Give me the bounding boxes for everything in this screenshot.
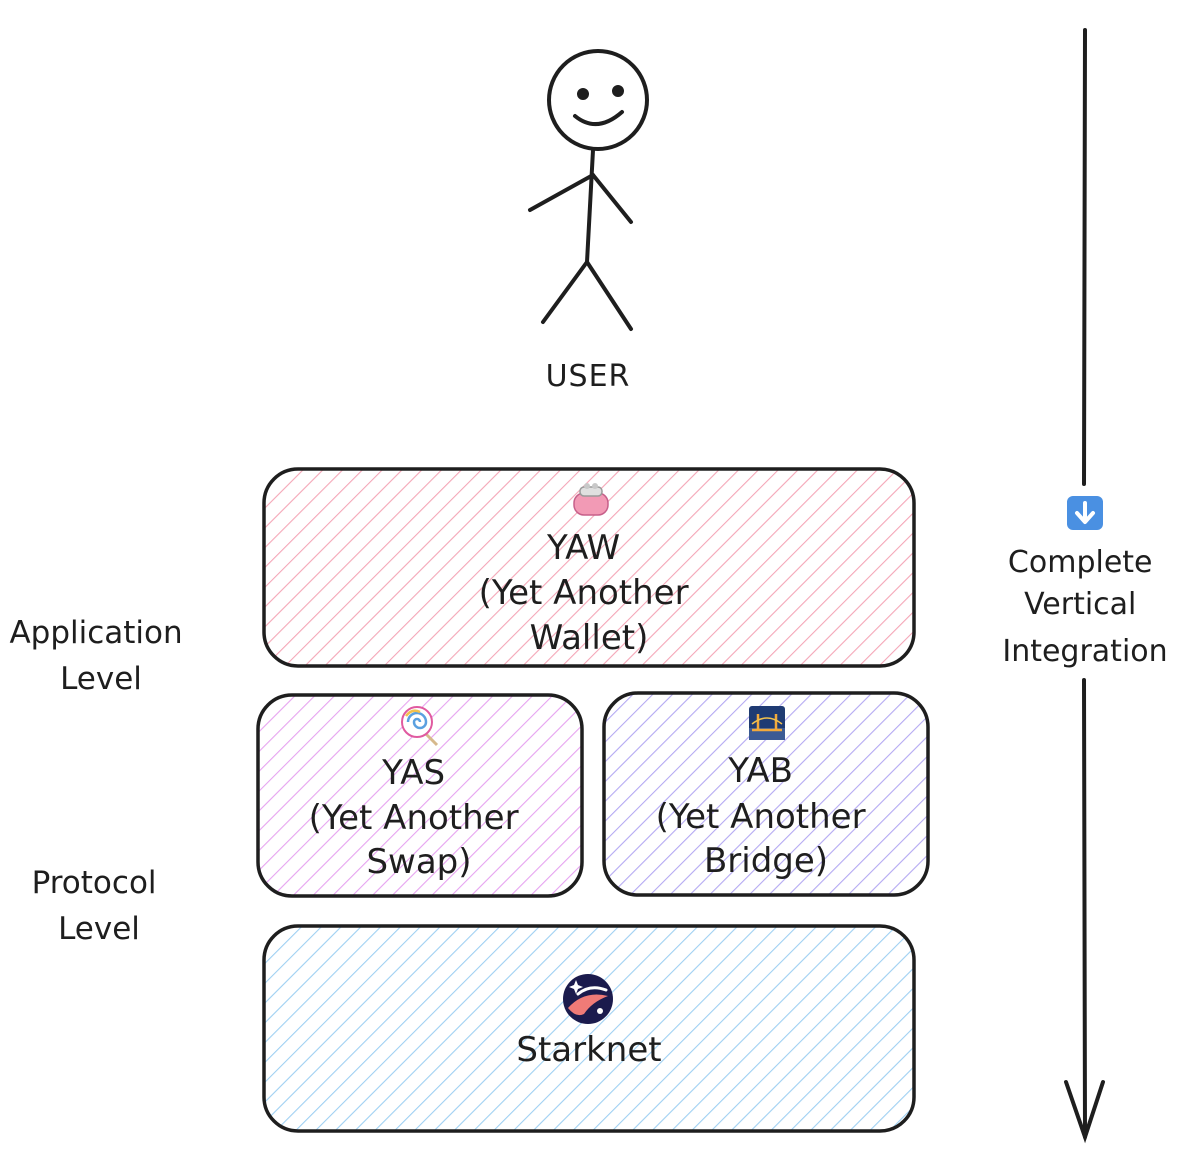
vertical-integration-line-1: Complete bbox=[1008, 545, 1153, 580]
yab-line-1: YAB bbox=[727, 751, 793, 791]
user-smile bbox=[573, 110, 624, 126]
bridge-icon bbox=[749, 706, 785, 740]
user-eye-left bbox=[577, 88, 589, 100]
user-body bbox=[585, 148, 595, 264]
user-eye-right bbox=[612, 85, 624, 97]
user-label: USER bbox=[546, 359, 631, 394]
yaw-line-3: Wallet) bbox=[530, 618, 649, 658]
vertical-arrow-shaft-top bbox=[1082, 28, 1087, 486]
purse-icon bbox=[573, 483, 609, 516]
yab-line-2: (Yet Another bbox=[656, 797, 866, 837]
user-arm-left bbox=[528, 173, 595, 212]
protocol-level-line-1: Protocol bbox=[32, 865, 157, 901]
user-head bbox=[547, 49, 649, 151]
vertical-arrow-head bbox=[1064, 1080, 1105, 1144]
protocol-level-line-2: Level bbox=[58, 911, 140, 947]
user-figure bbox=[528, 49, 649, 331]
yab-box: YAB (Yet Another Bridge) bbox=[602, 691, 930, 897]
starknet-label: Starknet bbox=[516, 1030, 661, 1070]
vertical-integration-arrow bbox=[1064, 28, 1105, 1144]
yas-box: YAS (Yet Another Swap) bbox=[256, 693, 584, 898]
starknet-box: Starknet bbox=[262, 924, 916, 1133]
starknet-logo-icon bbox=[563, 974, 613, 1024]
lollipop-icon bbox=[401, 706, 439, 747]
application-level-label: Application Level bbox=[9, 615, 192, 697]
yas-line-2: (Yet Another bbox=[309, 798, 519, 838]
yaw-box: YAW (Yet Another Wallet) bbox=[262, 467, 916, 668]
application-level-line-1: Application bbox=[9, 615, 182, 651]
down-arrow-emoji bbox=[1067, 496, 1103, 530]
yab-label: YAB (Yet Another Bridge) bbox=[656, 751, 877, 881]
user-leg-right bbox=[585, 260, 633, 331]
yas-line-1: YAS bbox=[381, 753, 445, 793]
starknet-box-fill bbox=[262, 924, 916, 1133]
application-level-line-2: Level bbox=[60, 661, 142, 697]
vertical-arrow-shaft-bottom bbox=[1082, 678, 1087, 1139]
yaw-line-2: (Yet Another bbox=[479, 573, 689, 613]
vertical-integration-line-3: Integration bbox=[1002, 634, 1167, 669]
protocol-level-label: Protocol Level bbox=[32, 865, 167, 947]
user-leg-left bbox=[541, 260, 589, 324]
yas-line-3: Swap) bbox=[366, 842, 471, 882]
yaw-box-fill bbox=[262, 467, 916, 668]
yas-label: YAS (Yet Another Swap) bbox=[309, 753, 530, 882]
yaw-label: YAW (Yet Another Wallet) bbox=[479, 528, 700, 658]
vertical-integration-label: Complete Vertical Integration bbox=[1002, 545, 1167, 669]
user-arm-right bbox=[591, 173, 633, 224]
yaw-line-1: YAW bbox=[546, 528, 620, 568]
vertical-integration-line-2: Vertical bbox=[1024, 587, 1136, 622]
yas-box-fill bbox=[256, 693, 584, 898]
yab-line-3: Bridge) bbox=[704, 841, 828, 881]
yab-box-fill bbox=[602, 691, 930, 897]
